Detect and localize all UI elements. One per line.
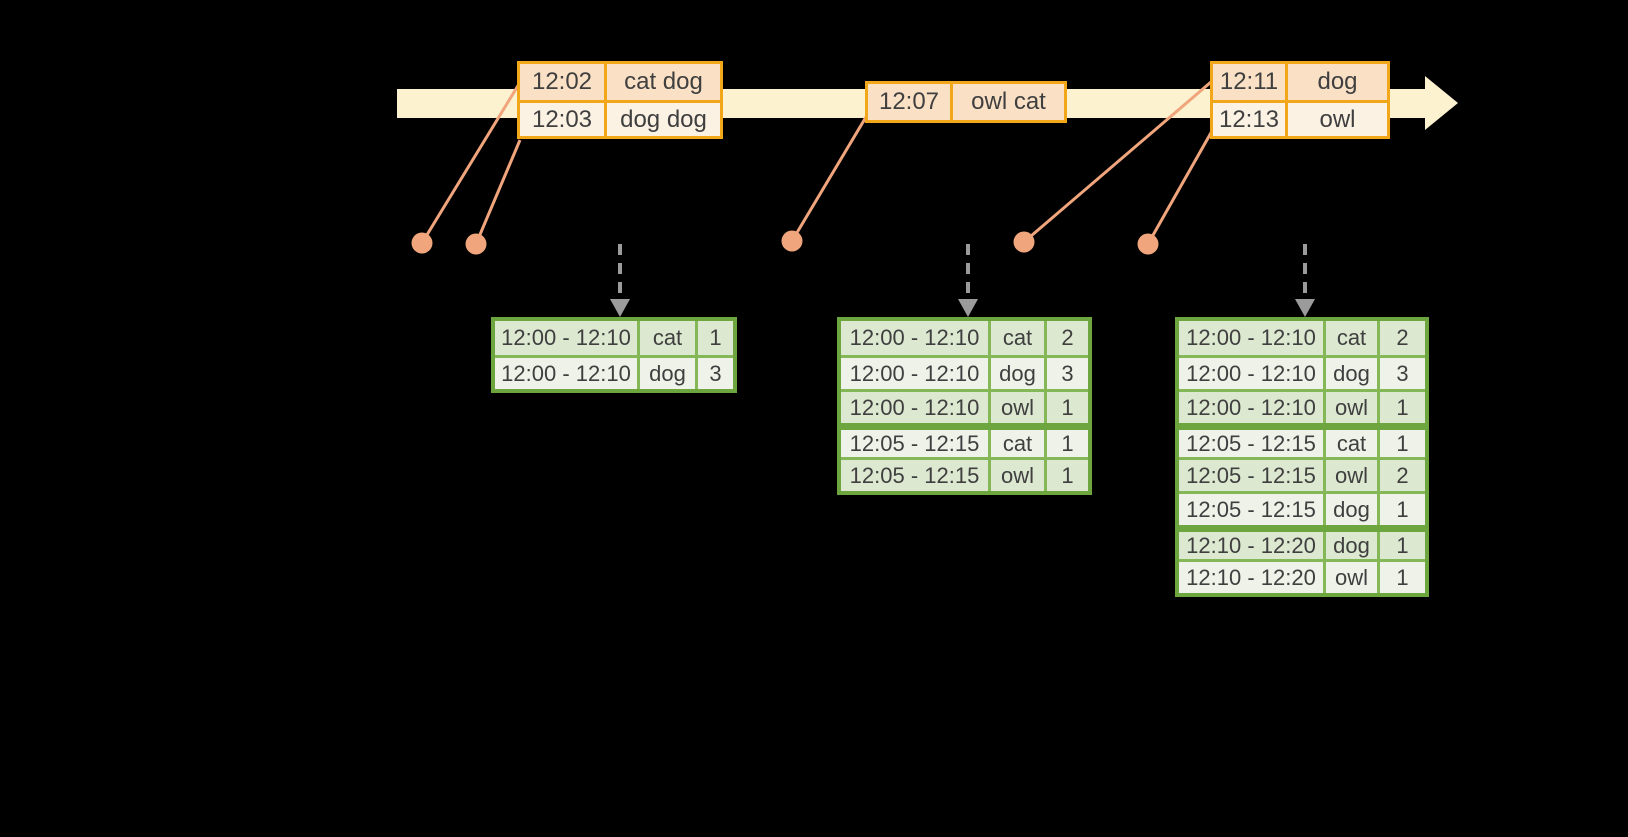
event-line: [790, 116, 868, 242]
cell-window: 12:00 - 12:10: [841, 321, 988, 355]
cell-word: dog: [1323, 494, 1377, 525]
cell-window: 12:00 - 12:10: [495, 321, 637, 355]
cell-word: dog: [637, 358, 695, 389]
cell-count: 3: [1044, 358, 1088, 389]
event-line: [1023, 80, 1212, 244]
trigger-arrow: [1295, 244, 1315, 317]
cell-count: 1: [695, 321, 733, 355]
cell-count: 3: [1377, 358, 1425, 389]
cell-word: owl: [988, 460, 1044, 491]
cell-window: 12:00 - 12:10: [495, 358, 637, 389]
cell-count: 1: [1377, 392, 1425, 423]
cell-word: cat: [1323, 321, 1377, 355]
event-dot: [1137, 233, 1159, 255]
cell-window: 12:05 - 12:15: [841, 430, 988, 457]
cell-word: cat: [1323, 430, 1377, 457]
cell-count: 3: [695, 358, 733, 389]
cell-window: 12:05 - 12:15: [841, 460, 988, 491]
cell-word: owl: [1323, 562, 1377, 593]
cell-words: owl: [1285, 103, 1387, 136]
trigger-arrow: [958, 244, 978, 317]
event-dot: [781, 230, 803, 252]
cell-window: 12:00 - 12:10: [1179, 392, 1323, 423]
cell-count: 1: [1377, 494, 1425, 525]
arrow-down-icon: [610, 299, 630, 317]
cell-time: 12:02: [520, 64, 604, 100]
arrow-down-icon: [1295, 299, 1315, 317]
cell-count: 2: [1044, 321, 1088, 355]
cell-time: 12:13: [1213, 103, 1285, 136]
cell-window: 12:05 - 12:15: [1179, 460, 1323, 491]
cell-count: 1: [1044, 392, 1088, 423]
cell-word: dog: [1323, 532, 1377, 559]
cell-word: dog: [988, 358, 1044, 389]
cell-window: 12:05 - 12:15: [1179, 430, 1323, 457]
cell-time: 12:07: [868, 84, 950, 120]
cell-words: owl cat: [950, 84, 1064, 120]
event-line: [420, 83, 521, 244]
cell-window: 12:00 - 12:10: [841, 358, 988, 389]
cell-time: 12:03: [520, 103, 604, 136]
cell-word: owl: [1323, 392, 1377, 423]
arrow-down-icon: [958, 299, 978, 317]
cell-window: 12:00 - 12:10: [1179, 358, 1323, 389]
event-dot: [1013, 231, 1035, 253]
cell-time: 12:11: [1213, 64, 1285, 100]
event-line: [474, 139, 522, 245]
cell-window: 12:10 - 12:20: [1179, 532, 1323, 559]
cell-word: cat: [637, 321, 695, 355]
cell-window: 12:00 - 12:10: [841, 392, 988, 423]
event-dot: [411, 232, 433, 254]
cell-count: 1: [1377, 430, 1425, 457]
cell-words: dog dog: [604, 103, 720, 136]
cell-count: 1: [1044, 460, 1088, 491]
trigger-arrow: [610, 244, 630, 317]
cell-count: 1: [1044, 430, 1088, 457]
event-line: [1146, 130, 1214, 245]
cell-count: 2: [1377, 460, 1425, 491]
cell-word: cat: [988, 430, 1044, 457]
cell-window: 12:00 - 12:10: [1179, 321, 1323, 355]
cell-word: owl: [1323, 460, 1377, 491]
cell-count: 1: [1377, 532, 1425, 559]
cell-words: dog: [1285, 64, 1387, 100]
cell-word: owl: [988, 392, 1044, 423]
cell-word: cat: [988, 321, 1044, 355]
cell-window: 12:10 - 12:20: [1179, 562, 1323, 593]
cell-words: cat dog: [604, 64, 720, 100]
cell-count: 2: [1377, 321, 1425, 355]
event-dot: [465, 233, 487, 255]
cell-word: dog: [1323, 358, 1377, 389]
cell-window: 12:05 - 12:15: [1179, 494, 1323, 525]
cell-count: 1: [1377, 562, 1425, 593]
